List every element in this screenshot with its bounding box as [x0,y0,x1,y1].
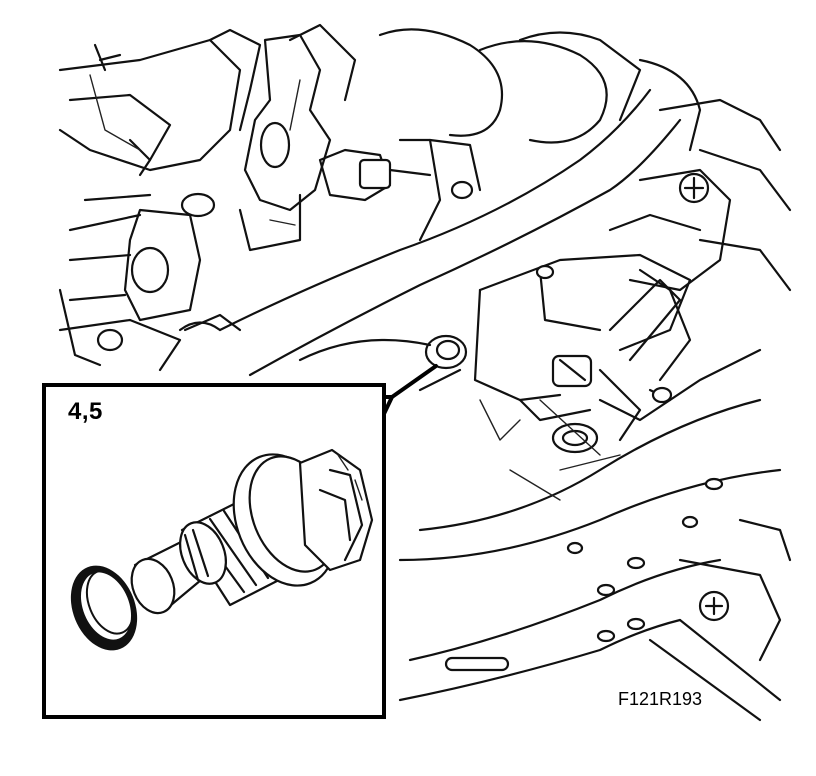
detail-label: 4,5 [68,398,103,425]
engine-block-lines [58,23,792,722]
figure-code: F121R193 [618,689,703,709]
sealing-washer [70,565,138,651]
drain-plug [130,448,374,615]
detail-inset [42,383,386,719]
callout-leader [380,364,438,420]
